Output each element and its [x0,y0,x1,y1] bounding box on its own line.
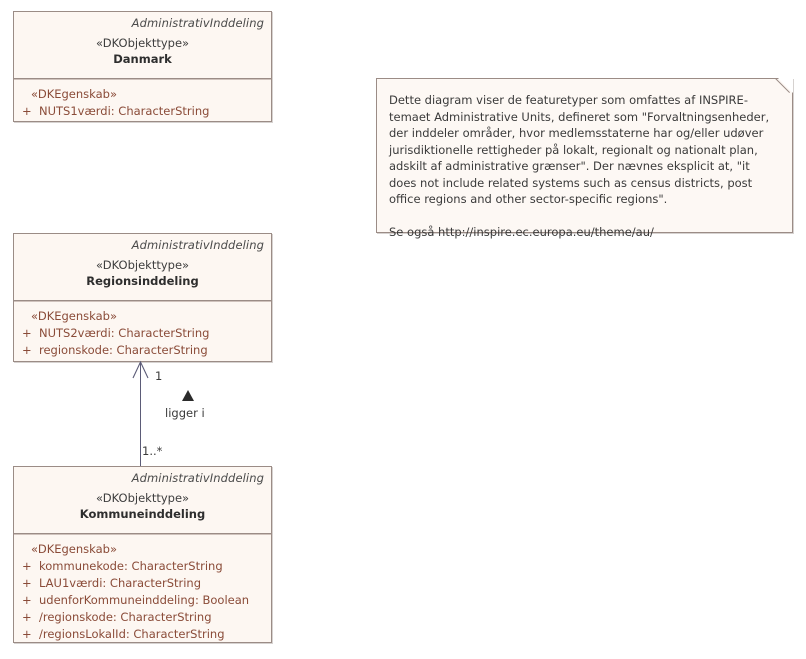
attribute-text: NUTS1værdi: CharacterString [39,104,210,118]
class-stereotype: «DKObjekttype» [95,491,190,505]
attribute-visibility: + [22,627,32,641]
package-name: AdministrativInddeling [131,471,264,485]
class-name: Danmark [113,52,172,66]
attribute-row: + regionskode: CharacterString [18,342,267,359]
class-stereotype: «DKObjekttype» [95,36,190,50]
attribute-row: + /regionsLokalId: CharacterString [18,626,267,643]
class-header: AdministrativInddeling «DKObjekttype» Da… [14,12,271,79]
class-name: Kommuneinddeling [79,507,206,521]
uml-class-danmark[interactable]: AdministrativInddeling «DKObjekttype» Da… [13,11,272,122]
attribute-text: NUTS2værdi: CharacterString [39,326,210,340]
attribute-visibility: + [22,610,32,624]
association-arrowhead-icon [132,360,149,379]
uml-class-regionsinddeling[interactable]: AdministrativInddeling «DKObjekttype» Re… [13,233,272,362]
class-attributes-compartment: «DKEgenskab» + kommunekode: CharacterStri… [14,534,271,649]
class-name: Regionsinddeling [86,274,199,288]
class-header: AdministrativInddeling «DKObjekttype» Ko… [14,467,271,534]
attribute-visibility: + [22,326,32,340]
class-attributes-compartment: «DKEgenskab» + NUTS1værdi: CharacterStrin… [14,79,271,126]
uml-note[interactable]: Dette diagram viser de featuretyper som … [376,78,793,239]
attribute-text: /regionskode: CharacterString [39,610,212,624]
association-direction-triangle-icon [182,390,194,401]
uml-class-kommuneinddeling[interactable]: AdministrativInddeling «DKObjekttype» Ko… [13,466,272,643]
class-attributes-compartment: «DKEgenskab» + NUTS2værdi: CharacterStrin… [14,301,271,365]
class-stereotype: «DKObjekttype» [95,258,190,272]
note-spacer [389,208,780,224]
attribute-stereotype: «DKEgenskab» [31,542,117,556]
attribute-stereotype: «DKEgenskab» [31,87,117,101]
attribute-text: LAU1værdi: CharacterString [39,576,202,590]
note-body: Dette diagram viser de featuretyper som … [377,79,792,250]
note-paragraph-1: Dette diagram viser de featuretyper som … [389,93,770,206]
class-header: AdministrativInddeling «DKObjekttype» Re… [14,234,271,301]
attribute-row: + NUTS1værdi: CharacterString [18,103,267,120]
attribute-row: + kommunekode: CharacterString [18,558,267,575]
attribute-visibility: + [22,559,32,573]
attribute-text: kommunekode: CharacterString [39,559,223,573]
attribute-row: + NUTS2værdi: CharacterString [18,325,267,342]
attribute-text: /regionsLokalId: CharacterString [39,627,225,641]
attribute-visibility: + [22,593,32,607]
attribute-row: + udenforKommuneinddeling: Boolean [18,592,267,609]
association-source-multiplicity: 1..* [142,444,163,458]
association-label: ligger i [165,406,205,420]
attribute-text: regionskode: CharacterString [39,343,208,357]
attribute-row: + /regionskode: CharacterString [18,609,267,626]
package-name: AdministrativInddeling [131,16,264,30]
note-paragraph-2: Se også http://inspire.ec.europa.eu/them… [389,224,654,239]
association-target-multiplicity: 1 [155,369,163,383]
attribute-stereotype: «DKEgenskab» [31,309,117,323]
attribute-row: + LAU1værdi: CharacterString [18,575,267,592]
attribute-visibility: + [22,343,32,357]
association-line [140,362,141,466]
package-name: AdministrativInddeling [131,238,264,252]
attribute-visibility: + [22,104,32,118]
attribute-text: udenforKommuneinddeling: Boolean [39,593,250,607]
attribute-visibility: + [22,576,32,590]
note-fold-line-icon [772,78,793,99]
